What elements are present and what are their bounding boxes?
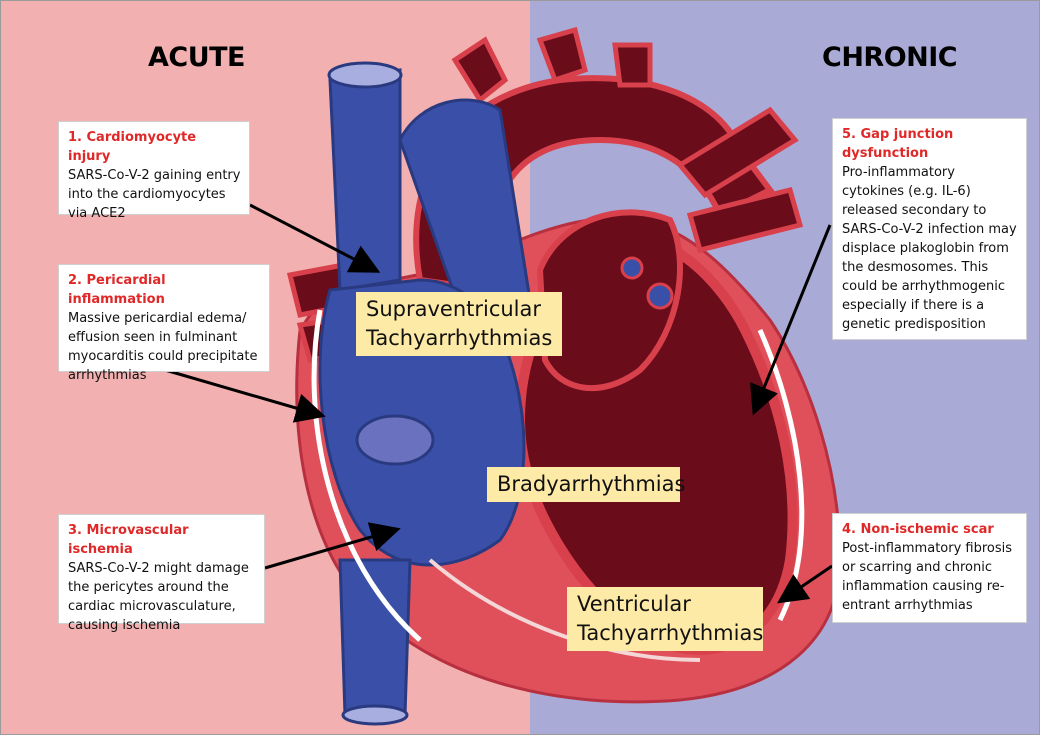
info-box-body: SARS-Co-V-2 gaining entry into the cardi… (68, 166, 241, 223)
info-box-body: Pro-inflammatory cytokines (e.g. IL-6) r… (842, 163, 1018, 334)
info-box-body: Post-inflammatory fibrosis or scarring a… (842, 539, 1018, 615)
info-box-microvascular-ischemia: 3. Microvascular ischemia SARS-Co-V-2 mi… (58, 514, 265, 624)
info-box-body: SARS-Co-V-2 might damage the pericytes a… (68, 559, 256, 635)
info-box-heading: 5. Gap junction dysfunction (842, 125, 1018, 163)
label-bradyarrhythmias: Bradyarrhythmias (487, 467, 680, 502)
info-box-heading: 2. Pericardial inflammation (68, 271, 261, 309)
label-ventricular-tachyarrhythmias: Ventricular Tachyarrhythmias (567, 587, 763, 651)
acute-title: ACUTE (148, 42, 245, 73)
info-box-pericardial-inflammation: 2. Pericardial inflammation Massive peri… (58, 264, 270, 372)
label-supraventricular-tachyarrhythmias: Supraventricular Tachyarrhythmias (356, 292, 562, 356)
info-box-non-ischemic-scar: 4. Non-ischemic scar Post-inflammatory f… (832, 513, 1027, 623)
chronic-title: CHRONIC (822, 42, 957, 73)
info-box-heading: 4. Non-ischemic scar (842, 520, 1018, 539)
info-box-cardiomyocyte-injury: 1. Cardiomyocyte injury SARS-Co-V-2 gain… (58, 121, 250, 215)
info-box-heading: 3. Microvascular ischemia (68, 521, 256, 559)
info-box-heading: 1. Cardiomyocyte injury (68, 128, 241, 166)
info-box-body: Massive pericardial edema/ effusion seen… (68, 309, 261, 385)
info-box-gap-junction-dysfunction: 5. Gap junction dysfunction Pro-inflamma… (832, 118, 1027, 340)
